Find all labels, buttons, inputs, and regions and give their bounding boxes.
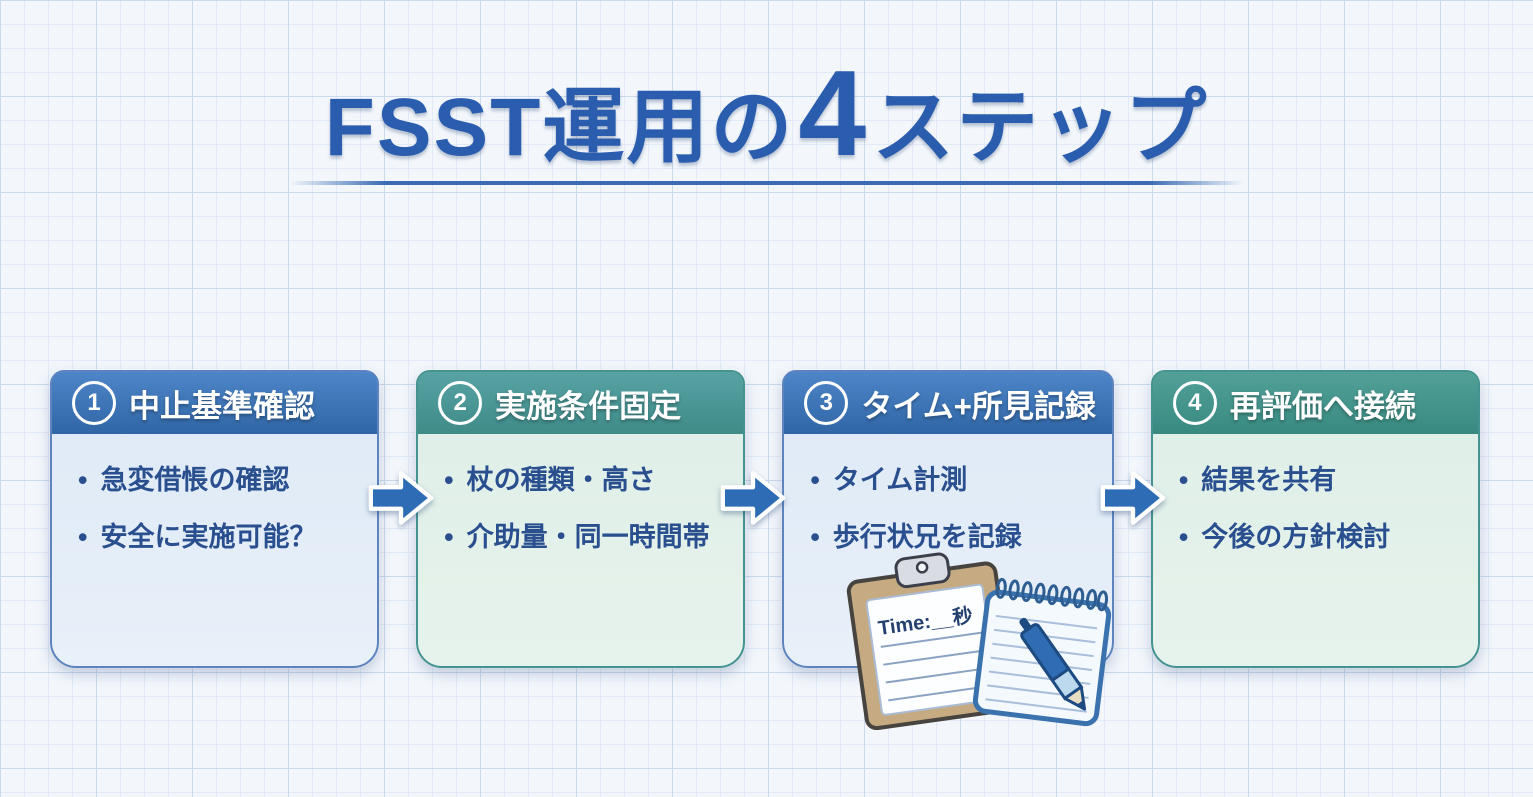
bullet-icon: • <box>444 522 454 552</box>
arrow-right-icon <box>368 470 434 526</box>
bullet-icon: • <box>78 465 88 495</box>
notepad-icon <box>972 577 1112 727</box>
step-card-4: 4 再評価へ接続 • 結果を共有 • 今後の方針検討 <box>1150 370 1480 668</box>
step-2-header: 2 実施条件固定 <box>418 372 744 434</box>
list-item: • 安全に実施可能？ <box>78 515 359 554</box>
step-card-1: 1 中止基準確認 • 急変借悵の確認 • 安全に実施可能？ <box>50 370 380 668</box>
title-number: 4 <box>798 45 869 181</box>
list-item: • 今後の方針検討 <box>1179 515 1460 554</box>
bullet-icon: • <box>78 522 88 552</box>
bullet-icon: • <box>1178 465 1189 495</box>
step-3-number-badge: 3 <box>804 381 849 425</box>
pen-icon <box>1019 617 1087 711</box>
step-2-body: • 杖の種類・高さ • 介助量・同一時間帯 <box>418 434 743 584</box>
step-1-number-badge: 1 <box>72 381 116 425</box>
step-4-bullet-2: 今後の方針検討 <box>1201 522 1391 552</box>
title-suffix: ステップ <box>872 82 1209 173</box>
step-2-bullet-2: 介助量・同一時間帯 <box>466 522 710 552</box>
step-card-2: 2 実施条件固定 • 杖の種類・高さ • 介助量・同一時間帯 <box>416 370 746 668</box>
step-3-bullet-1: タイム計測 <box>832 465 968 495</box>
bullet-icon: • <box>810 522 820 552</box>
list-item: • 介助量・同一時間帯 <box>444 515 725 554</box>
step-1-bullet-2: 安全に実施可能？ <box>100 522 317 552</box>
list-item: • 結果を共有 <box>1179 458 1460 497</box>
arrow-right-icon <box>1100 470 1166 526</box>
step-4-bullet-1: 結果を共有 <box>1201 465 1337 495</box>
step-4-title: 再評価へ接続 <box>1229 388 1416 424</box>
step-1-bullet-1: 急変借悵の確認 <box>100 465 290 495</box>
steps-row: 1 中止基準確認 • 急変借悵の確認 • 安全に実施可能？ 2 実施条件固定 <box>50 370 1480 668</box>
list-item: • タイム計測 <box>810 458 1093 497</box>
step-1-title: 中止基準確認 <box>129 388 315 424</box>
clipboard-icon: Time:__秒 <box>846 552 1016 731</box>
step-2-bullet-1: 杖の種類・高さ <box>466 465 656 495</box>
page-title: FSST運用の 4 ステップ <box>0 52 1533 180</box>
list-item: • 急変借悵の確認 <box>78 458 359 497</box>
step-1-body: • 急変借悵の確認 • 安全に実施可能？ <box>52 434 377 584</box>
step-3-body: • タイム計測 • 歩行状兄を記録 <box>784 434 1111 584</box>
step-1-header: 1 中止基準確認 <box>52 372 378 434</box>
step-2-number-badge: 2 <box>438 381 483 425</box>
step-card-3: 3 タイム+所見記録 • タイム計測 • 歩行状兄を記録 <box>782 370 1114 668</box>
step-3-bullet-2: 歩行状兄を記録 <box>832 522 1022 552</box>
clipboard-notepad-illustration: Time:__秒 <box>815 550 1120 731</box>
bullet-icon: • <box>444 465 454 495</box>
list-item: • 杖の種類・高さ <box>444 458 725 497</box>
title-divider <box>289 181 1244 185</box>
step-3-title: タイム+所見記録 <box>861 388 1096 424</box>
step-4-body: • 結果を共有 • 今後の方針検討 <box>1153 434 1478 584</box>
title-prefix: FSST運用の <box>324 82 795 173</box>
list-item: • 歩行状兄を記録 <box>810 515 1093 554</box>
bullet-icon: • <box>1178 522 1189 552</box>
arrow-right-icon <box>720 470 786 526</box>
step-2-title: 実施条件固定 <box>495 388 682 424</box>
step-4-number-badge: 4 <box>1172 381 1217 425</box>
bullet-icon: • <box>810 465 820 495</box>
step-3-header: 3 タイム+所見記録 <box>784 372 1112 434</box>
step-4-header: 4 再評価へ接続 <box>1152 372 1478 434</box>
